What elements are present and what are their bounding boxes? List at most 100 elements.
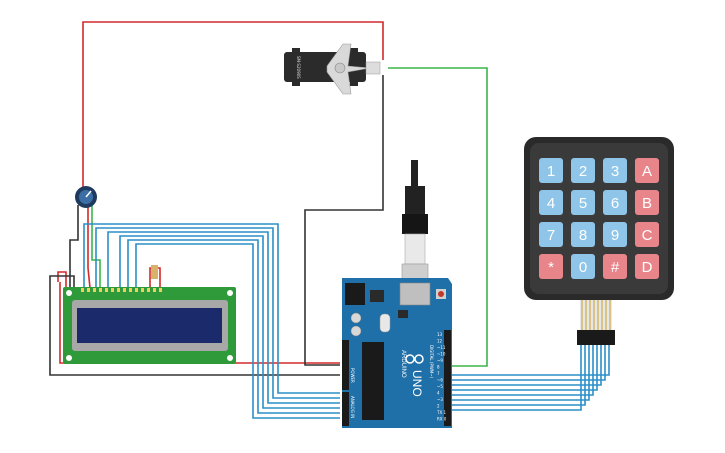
power-jack[interactable] <box>345 283 365 305</box>
wire-blue-4[interactable] <box>119 235 340 409</box>
keypad-key-face[interactable] <box>571 222 595 247</box>
kp-wire-3[interactable] <box>452 345 590 401</box>
digital-header[interactable] <box>444 330 451 426</box>
keypad-key-label: 6 <box>611 195 619 212</box>
wire-red-lcd-power[interactable] <box>59 282 340 364</box>
servo-connector[interactable] <box>365 61 381 75</box>
keypad-key[interactable]: C <box>635 222 659 247</box>
digital-pin-label: 12 <box>437 339 443 344</box>
keypad-key[interactable]: B <box>635 190 659 215</box>
keypad-key-label: 3 <box>611 163 619 180</box>
wire-pot-black[interactable] <box>69 205 79 288</box>
wires <box>49 21 610 419</box>
digital-pin-label: 7 <box>437 371 440 376</box>
keypad-key[interactable]: 9 <box>603 222 627 247</box>
arduino-uno-board[interactable]: ARDUINO UNO DIGITAL (PWM~) POWER ANALOG … <box>342 278 452 428</box>
wire-blue-3[interactable] <box>107 231 340 404</box>
wire-green-signal[interactable] <box>388 67 488 367</box>
keypad-key[interactable]: 6 <box>603 190 627 215</box>
wire-blue-5[interactable] <box>127 239 340 414</box>
keypad-key[interactable]: 8 <box>571 222 595 247</box>
digital-pin-label: 8 <box>437 365 440 370</box>
usb-socket[interactable] <box>399 282 431 306</box>
keypad-key-face[interactable] <box>539 222 563 247</box>
keypad-key-label: A <box>642 163 652 180</box>
wire-pot-red[interactable] <box>87 205 91 289</box>
analog-header[interactable] <box>342 392 349 426</box>
kp-wire-6[interactable] <box>452 345 602 386</box>
keypad-key-label: 4 <box>547 195 555 212</box>
digital-pin-label: 2 <box>437 404 440 409</box>
kp-wire-2[interactable] <box>452 345 586 406</box>
keypad-key-label: B <box>642 195 652 212</box>
lcd-display[interactable] <box>63 265 236 364</box>
keypad-ribbon-lines <box>581 300 611 330</box>
keypad-key[interactable]: 1 <box>539 158 563 183</box>
keypad-key-label: 1 <box>547 163 555 180</box>
keypad-key[interactable]: 0 <box>571 254 595 279</box>
keypad-key-face[interactable] <box>539 254 563 279</box>
keypad-key-face[interactable] <box>571 254 595 279</box>
keypad-key-label: C <box>642 227 653 244</box>
digital-pin-label: ~5 <box>437 384 443 389</box>
wire-blue-2[interactable] <box>95 227 340 399</box>
wire-lcd-red-a[interactable] <box>57 271 67 288</box>
keypad-ribbon <box>580 300 612 330</box>
digital-pin-label: ~3 <box>437 397 443 402</box>
wire-red-top[interactable] <box>82 21 384 190</box>
keypad-key-face[interactable] <box>603 254 627 279</box>
kp-wire-4[interactable] <box>452 345 594 396</box>
usb-cable[interactable] <box>401 160 429 287</box>
keypad-key-face[interactable] <box>603 190 627 215</box>
kp-wire-8[interactable] <box>452 345 610 376</box>
keypad-key-face[interactable] <box>635 158 659 183</box>
potentiometer[interactable] <box>75 186 97 208</box>
keypad-key-face[interactable] <box>635 222 659 247</box>
wire-blue-6[interactable] <box>135 243 340 419</box>
keypad-key[interactable]: # <box>603 254 627 279</box>
wire-black-lcd[interactable] <box>49 282 340 376</box>
keypad-key[interactable]: 7 <box>539 222 563 247</box>
lcd-screen <box>77 308 222 343</box>
keypad-key[interactable]: 4 <box>539 190 563 215</box>
keypad-key-face[interactable] <box>571 190 595 215</box>
wire-blue-1[interactable] <box>83 223 340 394</box>
keypad-key[interactable]: 5 <box>571 190 595 215</box>
keypad-key[interactable]: 2 <box>571 158 595 183</box>
keypad-key-label: 8 <box>579 227 587 244</box>
keypad-key-face[interactable] <box>571 158 595 183</box>
wire-lcd-black-a[interactable] <box>49 275 75 288</box>
keypad-key[interactable]: D <box>635 254 659 279</box>
keypad-key[interactable]: * <box>539 254 563 279</box>
digital-pin-label: ~6 <box>437 378 443 383</box>
resistor <box>151 265 158 279</box>
keypad-key-face[interactable] <box>603 158 627 183</box>
digital-pin-label: ~10 <box>437 352 446 357</box>
lcd-header-pins <box>81 288 162 292</box>
analog-label: ANALOG IN <box>350 396 355 418</box>
keypad-key-label: 5 <box>579 195 587 212</box>
keypad-key-face[interactable] <box>539 190 563 215</box>
servo-motor[interactable]: SM-S2090S <box>284 43 381 95</box>
keypad-key-face[interactable] <box>635 190 659 215</box>
kp-wire-1[interactable] <box>452 345 582 411</box>
wire-black-servo[interactable] <box>304 75 384 366</box>
keypad-key-label: * <box>548 259 554 276</box>
kp-wire-7[interactable] <box>452 345 606 381</box>
keypad-key[interactable]: A <box>635 158 659 183</box>
keypad-connector[interactable] <box>577 330 615 345</box>
digital-pin-label: TX 1 <box>436 410 446 415</box>
keypad-key-face[interactable] <box>539 158 563 183</box>
keypad-key-label: D <box>642 259 653 276</box>
power-header[interactable] <box>342 340 349 390</box>
keypad-key-face[interactable] <box>635 254 659 279</box>
digital-pin-label: ~9 <box>437 358 443 363</box>
keypad-key-label: 2 <box>579 163 587 180</box>
servo-horn[interactable] <box>326 43 371 95</box>
keypad-key[interactable]: 3 <box>603 158 627 183</box>
brand-text: ARDUINO <box>400 350 406 378</box>
keypad-key-face[interactable] <box>603 222 627 247</box>
kp-wire-5[interactable] <box>452 345 598 391</box>
